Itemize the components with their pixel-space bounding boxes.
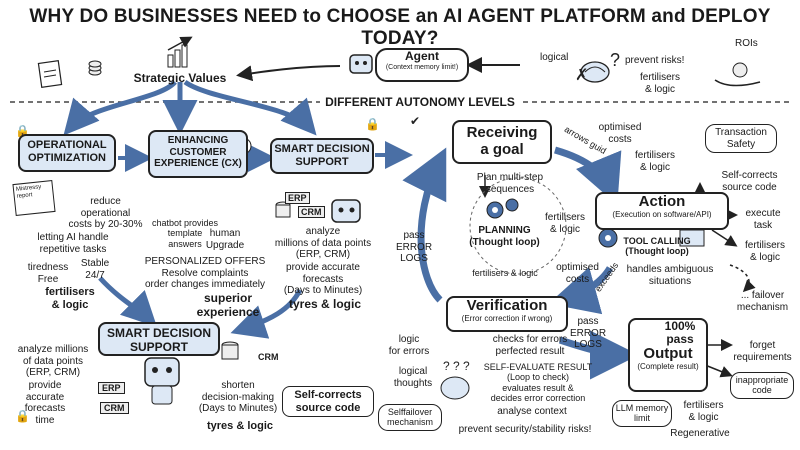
tool-calling-label: TOOL CALLING (Thought loop) [623, 236, 691, 257]
money-report-doc: Mistressy report [12, 179, 56, 217]
hand-roi-icon [714, 62, 761, 87]
self-corrects-source-left: Self-corrects source code [282, 386, 374, 418]
verification-subtitle: (Error correction if wrong) [461, 313, 553, 323]
self-failover-box: Selffailover mechanism [378, 404, 442, 431]
page-title: WHY DO BUSINESSES NEED to CHOOSE an AI A… [29, 6, 771, 49]
analyze-data-text-bottom: analyze millions of data points (ERP, CR… [17, 344, 89, 378]
reduce-costs-text: reduce operational costs by 20-30% [68, 196, 143, 230]
crm-tag-top: CRM [298, 206, 325, 219]
action-subtitle: (Execution on software/API) [612, 209, 712, 219]
failover-mechanism-text: ... failover mechanism [736, 290, 789, 313]
handles-ambiguous-text: handles ambiguous situations [626, 264, 714, 287]
superior-experience-text: superior experience [196, 291, 260, 319]
llm-memory-box: LLM memory limit [612, 400, 672, 427]
crm-tag-bottom: CRM [100, 402, 129, 415]
x-mark: ✗ [575, 67, 588, 84]
plan-multi-step-text: Plan multi-step sequences [476, 172, 544, 195]
receiving-goal-box: Receiving a goal [452, 120, 552, 164]
report-icon-top [37, 60, 63, 88]
chatbot-text: chatbot provides template answers [151, 218, 219, 249]
logic-for-errors-text: logic for errors [388, 334, 430, 357]
strategic-values-label: Strategic Values [133, 71, 227, 85]
tyres-logic-top: tyres & logic [288, 297, 362, 311]
robot-icon-middle [331, 199, 361, 223]
action-title: Action [638, 193, 686, 210]
output-box: 100% pass Output (Complete result) [628, 318, 708, 392]
optimised-costs-top: optimised costs [598, 122, 642, 145]
analyze-data-text-top: analyze millions of data points (ERP, CR… [274, 226, 372, 260]
erp-tag-bottom: ERP [98, 382, 125, 395]
agent-box: Agent (Context memory limit!) [375, 48, 469, 82]
brain-icon-header [580, 61, 610, 83]
gear-icon-action [598, 228, 618, 248]
execute-task-text: execute task [745, 208, 781, 231]
optimised-costs-2: optimised costs [556, 262, 599, 285]
lock-icon-3: 🔒 [365, 117, 380, 131]
question-mark: ? [610, 50, 620, 70]
tyres-logic-bottom: tyres & logic [206, 420, 274, 432]
autonomy-levels-label: DIFFERENT AUTONOMY LEVELS [320, 95, 520, 109]
action-box: Action (Execution on software/API) [595, 192, 729, 230]
robot-icon-bottom [144, 357, 180, 405]
self-corrects-text-top: Self-corrects source code [721, 170, 778, 193]
output-title: Output [643, 345, 693, 363]
tiredness-free-text: tiredness Free [27, 262, 69, 285]
agent-subtitle: (Context memory limit!) [385, 63, 459, 71]
enhancing-cx-box: ENHANCING CUSTOMER EXPERIENCE (CX) [148, 130, 248, 178]
pass-100-label: 100% pass [664, 319, 696, 347]
fertilisers-logic-left: fertilisers & logic [45, 286, 95, 311]
human-upgrade-text: human Upgrade [205, 228, 245, 251]
verification-title: Verification [466, 297, 548, 314]
prevent-security-text: prevent security/stability risks! [458, 424, 592, 435]
forget-requirements-text: forget requirements [733, 340, 792, 363]
verification-box: Verification (Error correction if wrong) [446, 296, 568, 332]
crm-label-bottom: CRM [258, 352, 279, 362]
provide-forecasts-text-bottom: provide accurate forecasts time [24, 380, 66, 426]
output-subtitle: (Complete result) [637, 361, 699, 371]
provide-forecasts-text-top: provide accurate forecasts (Days to Minu… [283, 262, 363, 296]
inappropriate-code-box: inappropriate code [730, 372, 794, 399]
shorten-decision-text: shorten decision-making (Days to Minutes… [198, 380, 278, 414]
robot-icon-top [349, 54, 373, 74]
fertilisers-logic-header: fertilisers & logic [640, 72, 681, 95]
logical-thoughts-text: logical thoughts [393, 366, 433, 389]
logical-label: logical [540, 52, 569, 63]
database-icon-2 [221, 341, 239, 360]
bar-chart-icon [167, 36, 193, 68]
self-evaluate-text: SELF-EVALUATE RESULT (Loop to check) eva… [483, 362, 593, 404]
smart-decision-support-box-top: SMART DECISION SUPPORT [270, 138, 374, 174]
stable-text: Stable 24/7 [80, 258, 110, 281]
lock-icon-2: 🔒 [15, 409, 30, 423]
svg-text:? ? ?: ? ? ? [443, 359, 470, 373]
brain-icon-verification [440, 376, 470, 400]
checks-errors-text: checks for errors perfected result [492, 334, 568, 357]
fertilisers-logic-action: fertilisers & logic [744, 240, 785, 263]
pass-error-logs-right: pass ERROR LOGS [569, 316, 607, 350]
operational-optimization-box: OPERATIONAL OPTIMIZATION [18, 134, 116, 172]
check-mark-1: ✔ [410, 114, 420, 128]
erp-tag-top: ERP [285, 192, 310, 205]
fertilisers-logic-top-right: fertilisers & logic [634, 150, 675, 173]
laptop-icon-action [679, 229, 705, 247]
regenerative-text: Regenerative [670, 428, 730, 439]
gear-icon-planning [486, 198, 519, 219]
analyse-context-text: analyse context [497, 406, 567, 417]
personalized-offers-text: PERSONALIZED OFFERS Resolve complaints o… [144, 256, 266, 290]
rois-label: ROIs [735, 38, 758, 49]
fertilisers-logic-output: fertilisers & logic [683, 400, 724, 423]
planning-label: PLANNING (Thought loop) [469, 225, 540, 248]
pass-error-logs-left: pass ERROR LOGS [395, 230, 433, 264]
prevent-risks-label: prevent risks! [625, 55, 685, 66]
fertilisers-logic-planning-2: fertilisers & logic [472, 268, 538, 278]
fertilisers-logic-planning: fertilisers & logic [544, 212, 585, 235]
letting-ai-text: letting AI handle repetitive tasks [37, 232, 109, 255]
coins-icon-top [88, 60, 102, 76]
transaction-safety-box: Transaction Safety [705, 124, 777, 153]
smart-decision-support-box-bottom: SMART DECISION SUPPORT [98, 322, 220, 356]
agent-title: Agent [405, 49, 439, 63]
